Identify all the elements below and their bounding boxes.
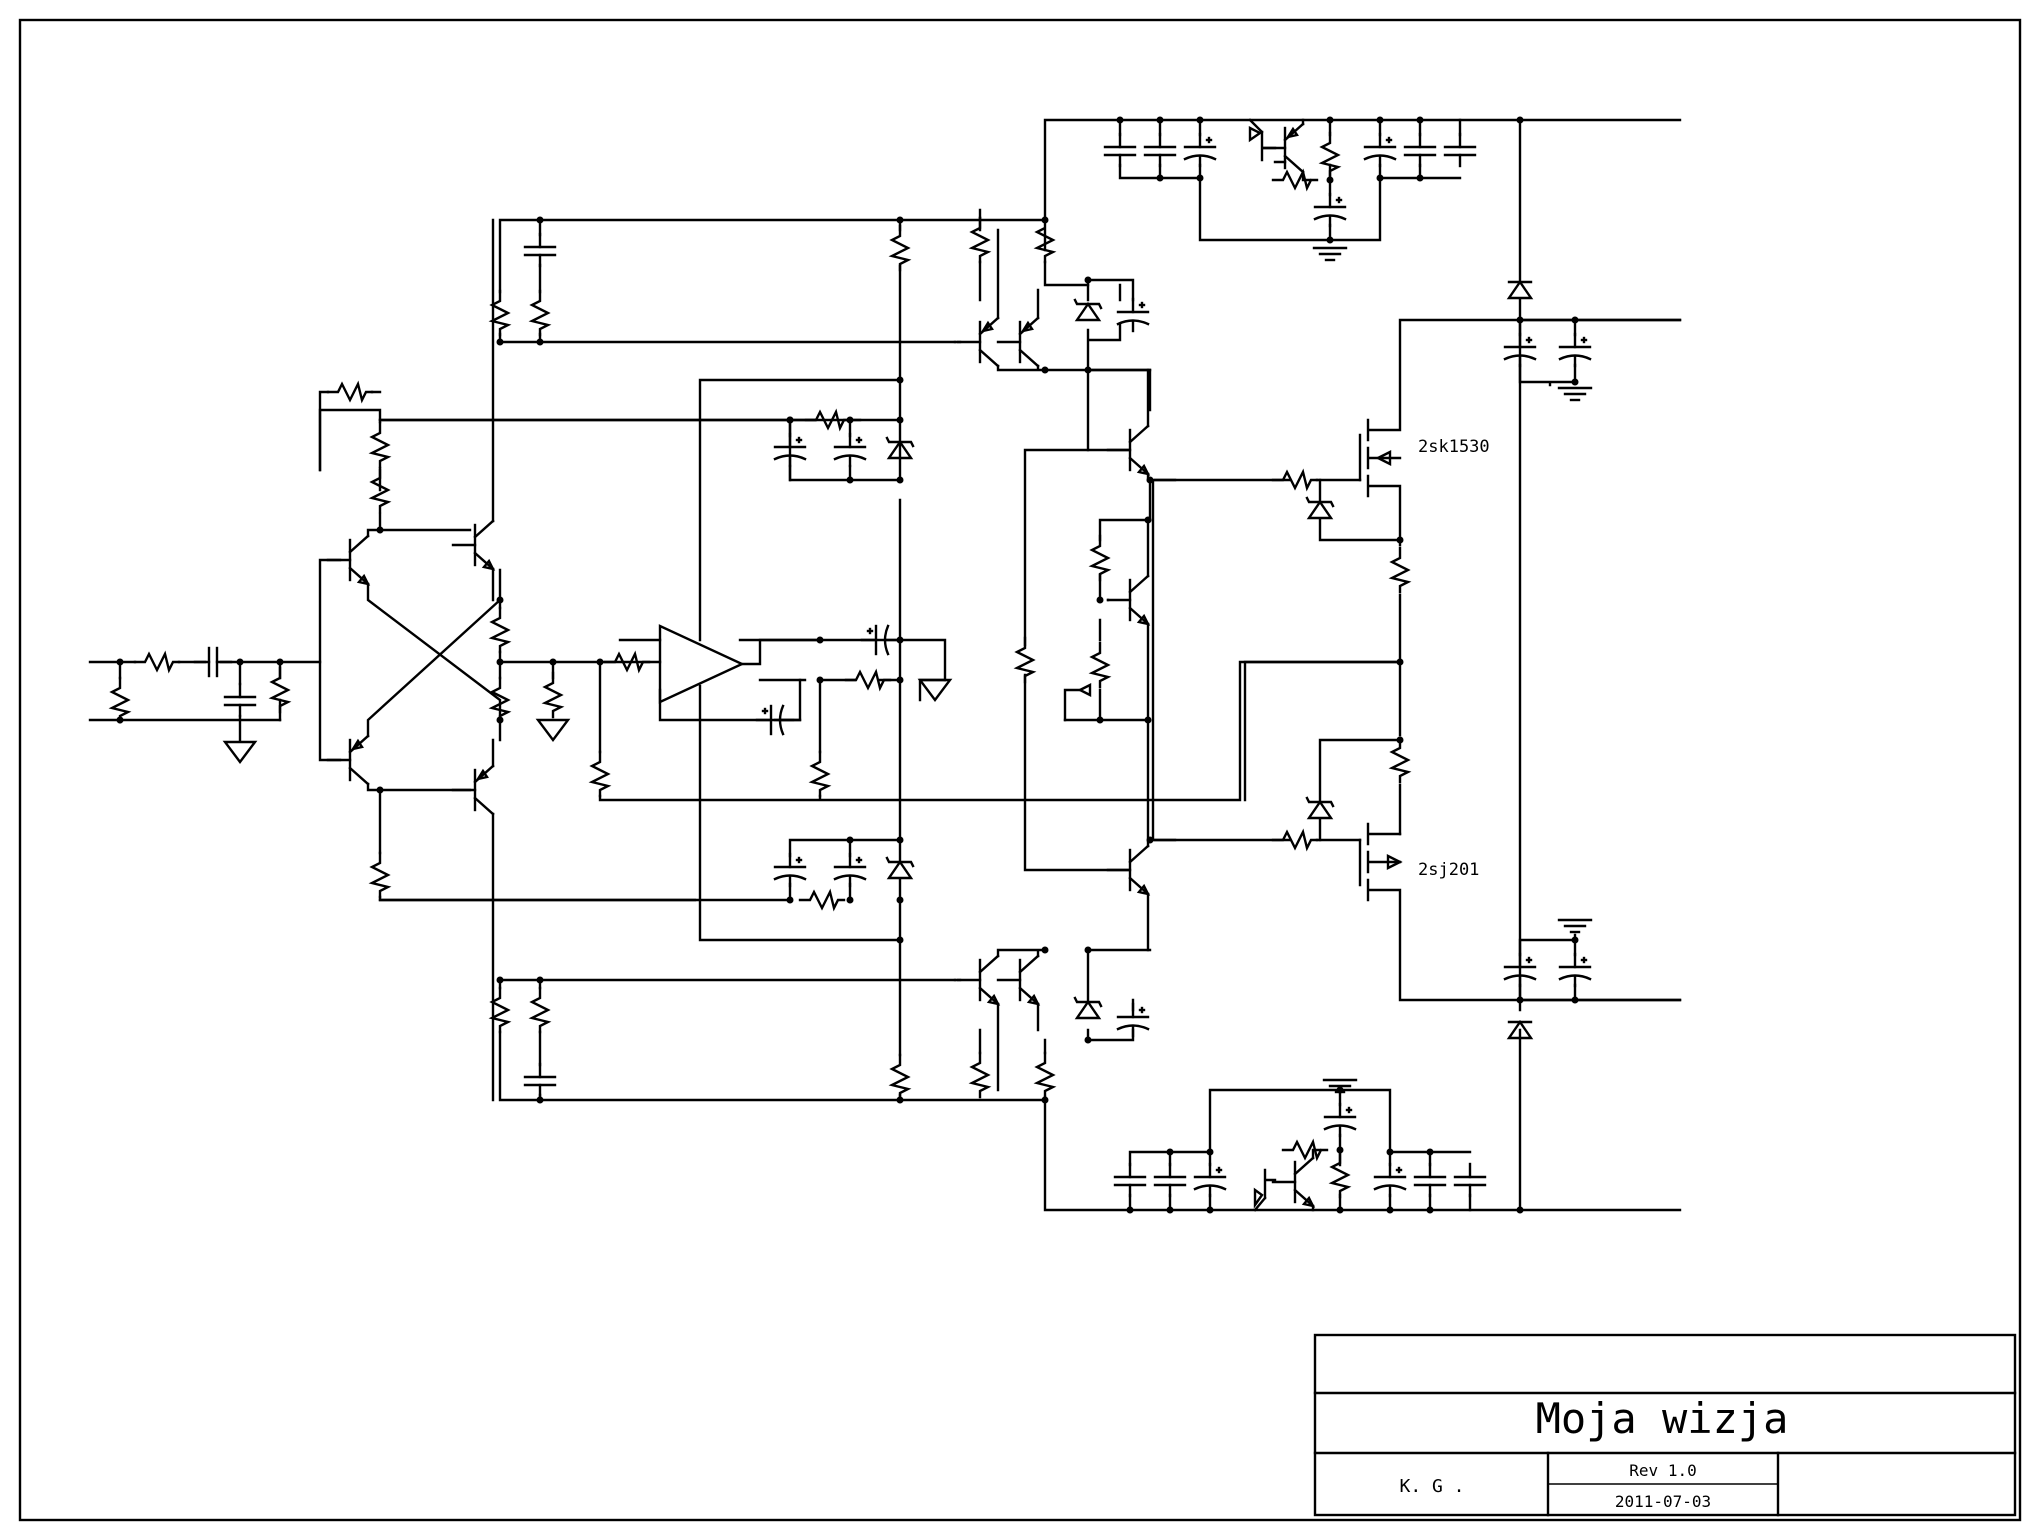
bottom-bias-rail [490,976,1047,1104]
lower-mosfet-label: 2sj201 [1418,860,1479,880]
title-text: Moja wizja [1536,1394,1789,1443]
lower-regulator [1113,1078,1487,1214]
title-block: Moja wizja K. G . Rev 1.0 2011-07-03 [1313,1333,2017,1517]
bias-spine [378,216,915,1104]
drawing-frame [18,18,2022,1522]
upper-mosfet-label: 2sk1530 [1418,437,1490,457]
upper-driver [953,208,1152,452]
author-text: K. G . [1399,1476,1464,1497]
lower-driver [953,946,1152,1104]
input-network [88,646,322,764]
upper-regulator [1103,116,1477,262]
input-stage [318,218,697,1102]
revision-text: Rev 1.0 [1629,1461,1696,1480]
output-stage: 2sk1530 2sj201 [1243,318,1682,1002]
bias-generator [1015,368,1292,952]
date-text: 2011-07-03 [1615,1492,1711,1511]
opamp-servo [590,378,1402,942]
top-bias-rail [378,216,1047,424]
supply-rails [1043,116,1682,1214]
schematic-circuit: 2sk1530 2sj201 [88,116,1682,1214]
